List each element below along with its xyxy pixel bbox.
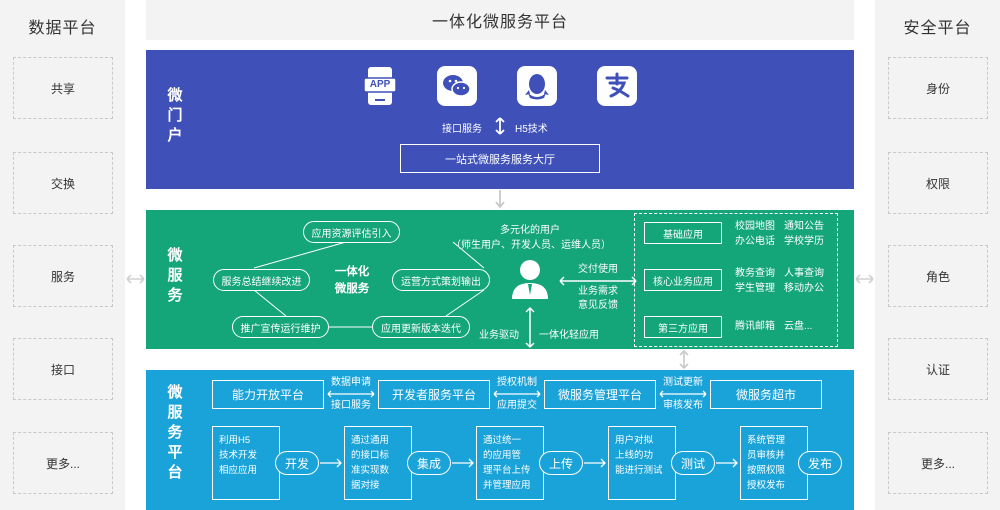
step-test-desc: 用户对拟 上线的功 能进行测试 xyxy=(608,426,676,500)
step-integrate[interactable]: 集成 xyxy=(407,451,451,475)
app-item-academic-query[interactable]: 教务查询 xyxy=(735,268,775,279)
link-1-bottom: 接口服务 xyxy=(331,400,371,411)
security-item-more[interactable]: 更多... xyxy=(888,432,988,494)
qq-icon[interactable] xyxy=(517,66,557,106)
data-platform-item-service[interactable]: 服务 xyxy=(13,245,113,307)
security-platform-title: 安全平台 xyxy=(903,20,972,37)
business-driven-text: 业务驱动 xyxy=(479,330,519,341)
portal-interface-text: 接口服务 xyxy=(442,124,482,135)
microservice-mgmt-platform[interactable]: 微服务管理平台 xyxy=(544,380,656,409)
portal-h5-text: H5技术 xyxy=(515,124,548,135)
right-double-arrow-icon xyxy=(855,274,874,284)
step-integrate-desc: 通过通用 的接口标 准实现数 据对接 xyxy=(344,426,412,500)
wechat-icon[interactable] xyxy=(437,66,477,106)
security-item-permission[interactable]: 权限 xyxy=(888,152,988,214)
step-arrow-4-icon xyxy=(716,458,738,468)
capability-open-platform[interactable]: 能力开放平台 xyxy=(212,380,324,409)
step-arrow-3-icon xyxy=(584,458,606,468)
app-category-third-party[interactable]: 第三方应用 xyxy=(644,316,722,338)
step-upload-desc: 通过统一 的应用管 理平台上传 并管理应用 xyxy=(476,426,544,500)
users-title: 多元化的用户 xyxy=(500,225,560,236)
services-platform-arrow-icon xyxy=(679,349,689,370)
link-3-bottom: 审核发布 xyxy=(663,400,703,411)
app-item-notice[interactable]: 通知公告 xyxy=(784,221,824,232)
app-item-student-mgmt[interactable]: 学生管理 xyxy=(735,283,775,294)
apps-panel xyxy=(634,213,838,347)
app-category-basic[interactable]: 基础应用 xyxy=(644,222,722,244)
left-double-arrow-icon xyxy=(126,274,145,284)
page-title: 一体化微服务平台 xyxy=(146,0,854,40)
down-arrow-icon xyxy=(495,190,505,209)
app-item-campus-map[interactable]: 校园地图 xyxy=(735,221,775,232)
step-arrow-1-icon xyxy=(320,458,342,468)
vertical-double-arrow-icon xyxy=(495,117,505,135)
security-item-role[interactable]: 角色 xyxy=(888,245,988,307)
security-item-identity[interactable]: 身份 xyxy=(888,57,988,119)
oval-resource-eval[interactable]: 应用资源评估引入 xyxy=(303,221,400,243)
portal-label: 微门户 xyxy=(167,87,183,144)
developer-service-platform[interactable]: 开发者服务平台 xyxy=(378,380,490,409)
app-item-school-degree[interactable]: 学校学历 xyxy=(784,236,824,247)
services-band: 微服务 应用资源评估引入 服务总结继续改进 运营方式策划输出 推广宣传运行维护 … xyxy=(146,210,854,349)
app-category-core[interactable]: 核心业务应用 xyxy=(644,269,722,291)
platform-band: 微服务平台 能力开放平台 开发者服务平台 微服务管理平台 微服务超市 数据申请 … xyxy=(146,370,854,510)
step-arrow-2-icon xyxy=(452,458,474,468)
link-3-top: 测试更新 xyxy=(663,377,703,388)
deliver-text: 交付使用 xyxy=(578,264,618,275)
oval-operation-plan[interactable]: 运营方式策划输出 xyxy=(392,269,490,291)
data-platform-item-exchange[interactable]: 交换 xyxy=(13,152,113,214)
security-platform-column: 安全平台 身份 权限 角色 认证 更多... xyxy=(875,0,1000,510)
oval-update-iterate[interactable]: 应用更新版本迭代 xyxy=(372,316,470,338)
user-icon xyxy=(512,260,548,299)
portal-band: 微门户 APP 接口服务 H5技 xyxy=(146,50,854,189)
alipay-icon[interactable] xyxy=(597,66,637,106)
step-test[interactable]: 测试 xyxy=(671,451,715,475)
needs-feedback-text: 业务需求 意见反馈 xyxy=(578,286,618,311)
link-arrow-1-icon xyxy=(327,390,375,398)
step-develop-desc: 利用H5 技术开发 相应应用 xyxy=(212,426,280,500)
security-item-auth[interactable]: 认证 xyxy=(888,338,988,400)
microservice-market[interactable]: 微服务超市 xyxy=(710,380,822,409)
step-upload[interactable]: 上传 xyxy=(539,451,583,475)
app-item-tencent-mail[interactable]: 腾讯邮箱 xyxy=(735,321,775,332)
platform-label: 微服务平台 xyxy=(167,384,183,481)
step-develop[interactable]: 开发 xyxy=(275,451,319,475)
app-icon-label: APP xyxy=(369,79,391,90)
link-2-top: 授权机制 xyxy=(497,377,537,388)
app-icon[interactable]: APP xyxy=(363,66,397,106)
app-item-office-phone[interactable]: 办公电话 xyxy=(735,236,775,247)
app-item-hr-query[interactable]: 人事查询 xyxy=(784,268,824,279)
deliver-double-arrow-icon xyxy=(559,276,637,286)
data-platform-item-interface[interactable]: 接口 xyxy=(13,338,113,400)
link-arrow-3-icon xyxy=(659,390,707,398)
data-platform-title: 数据平台 xyxy=(28,20,97,37)
app-item-mobile-office[interactable]: 移动办公 xyxy=(784,283,824,294)
step-publish[interactable]: 发布 xyxy=(798,451,842,475)
link-1-top: 数据申请 xyxy=(331,377,371,388)
light-app-text: 一体化轻应用 xyxy=(539,330,599,341)
vertical-arrow-icon xyxy=(525,306,535,349)
users-subtitle: （师生用户、开发人员、运维人员） xyxy=(451,240,611,251)
data-platform-column: 数据平台 共享 交换 服务 接口 更多... xyxy=(0,0,125,510)
service-hall-box[interactable]: 一站式微服务服务大厅 xyxy=(400,144,600,173)
data-platform-item-share[interactable]: 共享 xyxy=(13,57,113,119)
link-arrow-2-icon xyxy=(493,390,541,398)
oval-promotion-maintain[interactable]: 推广宣传运行维护 xyxy=(232,316,329,338)
integrated-services-center: 一体化 微服务 xyxy=(334,266,370,295)
services-label: 微服务 xyxy=(167,247,183,304)
data-platform-item-more[interactable]: 更多... xyxy=(13,432,113,494)
link-2-bottom: 应用提交 xyxy=(497,400,537,411)
oval-summary-improve[interactable]: 服务总结继续改进 xyxy=(213,269,310,291)
app-item-cloud-disk[interactable]: 云盘... xyxy=(784,321,813,332)
